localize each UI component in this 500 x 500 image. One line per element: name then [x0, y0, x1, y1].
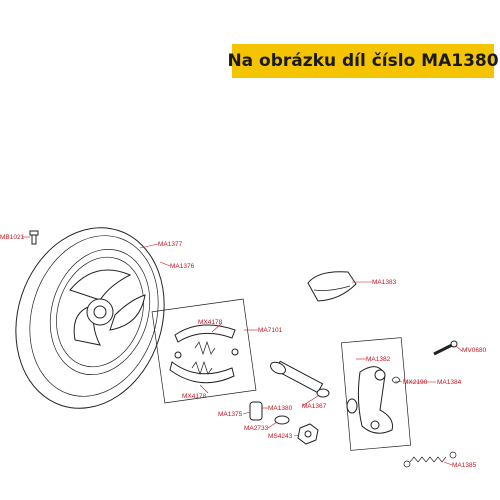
- part-number-banner: Na obrázku díl číslo MA1380: [227, 44, 499, 78]
- label-MX4178-bottom: MX4178: [182, 393, 207, 400]
- label-MA1376: MA1376: [170, 263, 195, 270]
- bushing-part: [249, 401, 263, 421]
- label-MV0680: MV0680: [462, 347, 487, 354]
- brake-cam-shaft-part: [270, 360, 324, 394]
- label-MX4178-top: MX4178: [198, 319, 223, 326]
- brake-shoe-set-part: [151, 298, 257, 404]
- banner-text: Na obrázku díl číslo MA1380: [227, 51, 499, 71]
- valve-bolt-part: [29, 230, 39, 245]
- label-MX2190: MX2190: [403, 379, 428, 386]
- label-MA1382: MA1382: [366, 356, 391, 363]
- washer-part: [274, 415, 290, 425]
- small-collar-part: [316, 388, 330, 398]
- return-spring-part: [403, 451, 457, 468]
- label-MA2733: MA2733: [244, 425, 269, 432]
- label-MB1021: MB1021: [0, 234, 25, 241]
- label-MA1367: MA1367: [302, 403, 327, 410]
- label-MA1377: MA1377: [158, 241, 183, 248]
- label-MA1380: MA1380: [268, 405, 293, 412]
- arm-bolt-part: [433, 340, 458, 356]
- rear-wheel-part: [15, 227, 165, 409]
- brake-cover-part: [307, 271, 357, 302]
- leader-lines: [22, 236, 463, 466]
- nut-part: [297, 423, 319, 445]
- label-MA1383: MA1383: [372, 279, 397, 286]
- label-MA7101: MA7101: [258, 327, 283, 334]
- label-MA1385: MA1385: [452, 462, 477, 469]
- label-MA1375: MA1375: [218, 411, 243, 418]
- label-MS4243: MS4243: [268, 433, 293, 440]
- brake-arm-part: [341, 337, 411, 451]
- label-MA1384: MA1384: [437, 379, 462, 386]
- clip-part: [391, 376, 401, 384]
